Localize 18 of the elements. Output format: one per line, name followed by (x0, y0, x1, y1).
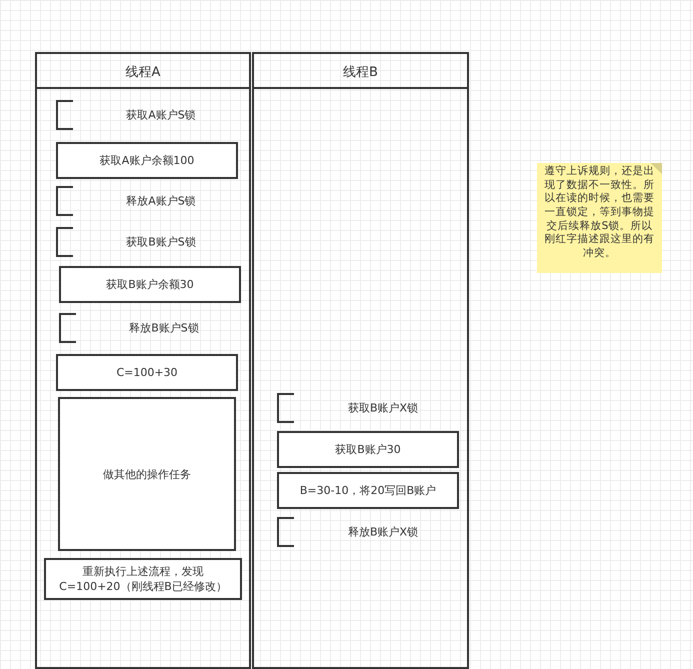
lane-header: 线程A (126, 64, 160, 81)
annotation-text: 释放B账户S锁 (129, 320, 199, 336)
process-box: 做其他的操作任务 (58, 397, 236, 551)
annotation-text: 获取B账户X锁 (348, 400, 418, 416)
swimlane (252, 52, 469, 669)
process-box: C=100+30 (56, 354, 238, 391)
annotation-text: 获取B账户S锁 (126, 234, 196, 250)
sticky-note: 遵守上诉规则，还是出现了数据不一致性。所以在读的时候，也需要一直锁定，等到事物提交后续释放S锁。所以刚红字描述跟这里的有冲突。 (537, 163, 662, 273)
process-box: B=30-10，将20写回B账户 (277, 472, 459, 509)
process-box: 重新执行上述流程，发现C=100+20（刚线程B已经修改） (44, 558, 242, 600)
process-box: 获取A账户余额100 (56, 142, 238, 179)
annotation-text: 释放A账户S锁 (126, 194, 196, 208)
process-box: 获取B账户余额30 (59, 266, 241, 303)
swimlane (35, 52, 251, 669)
annotation-text: 释放B账户X锁 (348, 524, 418, 540)
process-box: 获取B账户30 (277, 431, 459, 468)
annotation-text: 获取A账户S锁 (126, 108, 196, 122)
lane-header: 线程B (343, 64, 378, 81)
